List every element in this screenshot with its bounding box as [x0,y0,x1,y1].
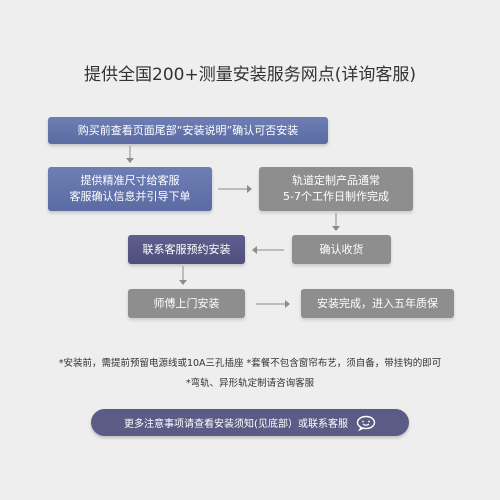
step-2-line-1: 提供精准尺寸给客服 [80,174,180,187]
arrowhead-step5-to-step6 [179,280,187,285]
more-info-contact-button[interactable]: 更多注意事项请查看安装须知(见底部）或联系客服 [91,409,409,436]
step-3-box: 轨道定制产品通常 5-7个工作日制作完成 [259,167,413,211]
step-6-text: 师傅上门安装 [153,296,220,310]
arrowhead-step4-to-step5 [252,246,257,254]
arrowhead-step6-to-step7 [285,300,290,308]
arrowhead-step3-to-step4 [332,226,340,231]
chat-bubble-icon [356,415,376,431]
step-3-line-2: 5-7个工作日制作完成 [283,190,389,203]
arrowhead-step2-to-step3 [247,185,252,193]
step-3-line-1: 轨道定制产品通常 [292,174,380,187]
note-line-1: *安装前，需提前预留电源线或10A三孔插座 *套餐不包含窗帘布艺，须自备，带挂钩… [58,358,442,369]
step-7-text: 安装完成，进入五年质保 [317,296,438,310]
more-info-contact-label: 更多注意事项请查看安装须知(见底部）或联系客服 [124,419,348,430]
step-5-box: 联系客服预约安装 [128,235,245,264]
step-4-text: 确认收货 [319,242,364,256]
step-5-text: 联系客服预约安装 [142,242,231,256]
step-4-box: 确认收货 [292,235,391,264]
step-7-box: 安装完成，进入五年质保 [301,289,454,318]
step-1-text: 购买前查看页面尾部“安装说明”确认可否安装 [77,123,299,137]
step-2-box: 提供精准尺寸给客服 客服确认信息并引导下单 [48,167,212,211]
note-line-2: *弯轨、异形轨定制请咨询客服 [185,378,315,389]
step-6-box: 师傅上门安装 [128,289,245,318]
step-1-box: 购买前查看页面尾部“安装说明”确认可否安装 [48,117,328,144]
step-2-line-2: 客服确认信息并引导下单 [69,190,191,203]
page-title: 提供全国200+测量安装服务网点(详询客服) [84,65,416,85]
arrowhead-step1-to-step2 [126,158,134,163]
